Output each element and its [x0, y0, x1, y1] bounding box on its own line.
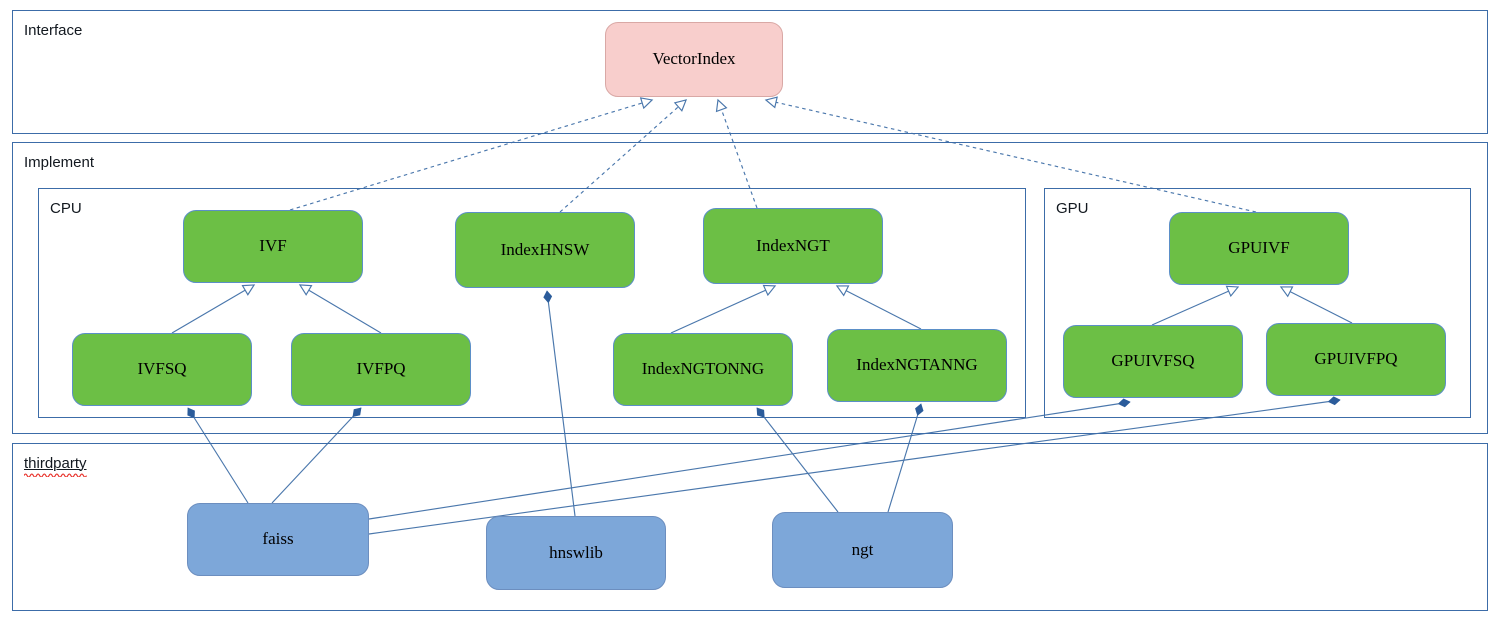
group-label-thirdparty: thirdparty [24, 455, 87, 477]
group-label-interface: Interface [24, 22, 83, 39]
node-label: IndexNGTANNG [856, 355, 978, 375]
node-label: IndexNGT [756, 235, 830, 255]
node-vectorindex[interactable]: VectorIndex [605, 22, 783, 97]
node-label: hnswlib [549, 542, 603, 562]
group-cpu [38, 188, 1026, 418]
group-gpu [1044, 188, 1471, 418]
node-label: IVFSQ [137, 359, 187, 379]
node-ngt[interactable]: ngt [772, 512, 953, 588]
node-indexngtanng[interactable]: IndexNGTANNG [827, 329, 1007, 402]
node-label: IndexHNSW [500, 239, 590, 259]
node-label: VectorIndex [652, 49, 736, 69]
node-label: IVFPQ [356, 359, 406, 379]
node-label: GPUIVFSQ [1111, 351, 1195, 371]
node-hnswlib[interactable]: hnswlib [486, 516, 666, 590]
node-label: faiss [262, 529, 294, 549]
group-label-cpu: CPU [50, 200, 82, 217]
node-label: IVF [259, 236, 287, 256]
node-gpuivf[interactable]: GPUIVF [1169, 212, 1349, 285]
group-label-implement: Implement [24, 154, 95, 171]
node-gpuivfsq[interactable]: GPUIVFSQ [1063, 325, 1243, 398]
node-label: GPUIVF [1228, 238, 1290, 258]
node-ivfpq[interactable]: IVFPQ [291, 333, 471, 406]
node-label: GPUIVFPQ [1314, 349, 1398, 369]
node-indexngt[interactable]: IndexNGT [703, 208, 883, 284]
node-label: IndexNGTONNG [641, 359, 765, 379]
node-ivf[interactable]: IVF [183, 210, 363, 283]
node-indexhnsw[interactable]: IndexHNSW [455, 212, 635, 288]
group-label-thirdparty-text: thirdparty [24, 455, 87, 472]
node-label: ngt [851, 539, 874, 559]
node-ivfsq[interactable]: IVFSQ [72, 333, 252, 406]
node-gpuivfpq[interactable]: GPUIVFPQ [1266, 323, 1446, 396]
node-indexngtonng[interactable]: IndexNGTONNG [613, 333, 793, 406]
group-interface [12, 10, 1488, 134]
group-implement [12, 142, 1488, 434]
group-thirdparty [12, 443, 1488, 611]
node-faiss[interactable]: faiss [187, 503, 369, 576]
group-label-gpu: GPU [1056, 200, 1089, 217]
